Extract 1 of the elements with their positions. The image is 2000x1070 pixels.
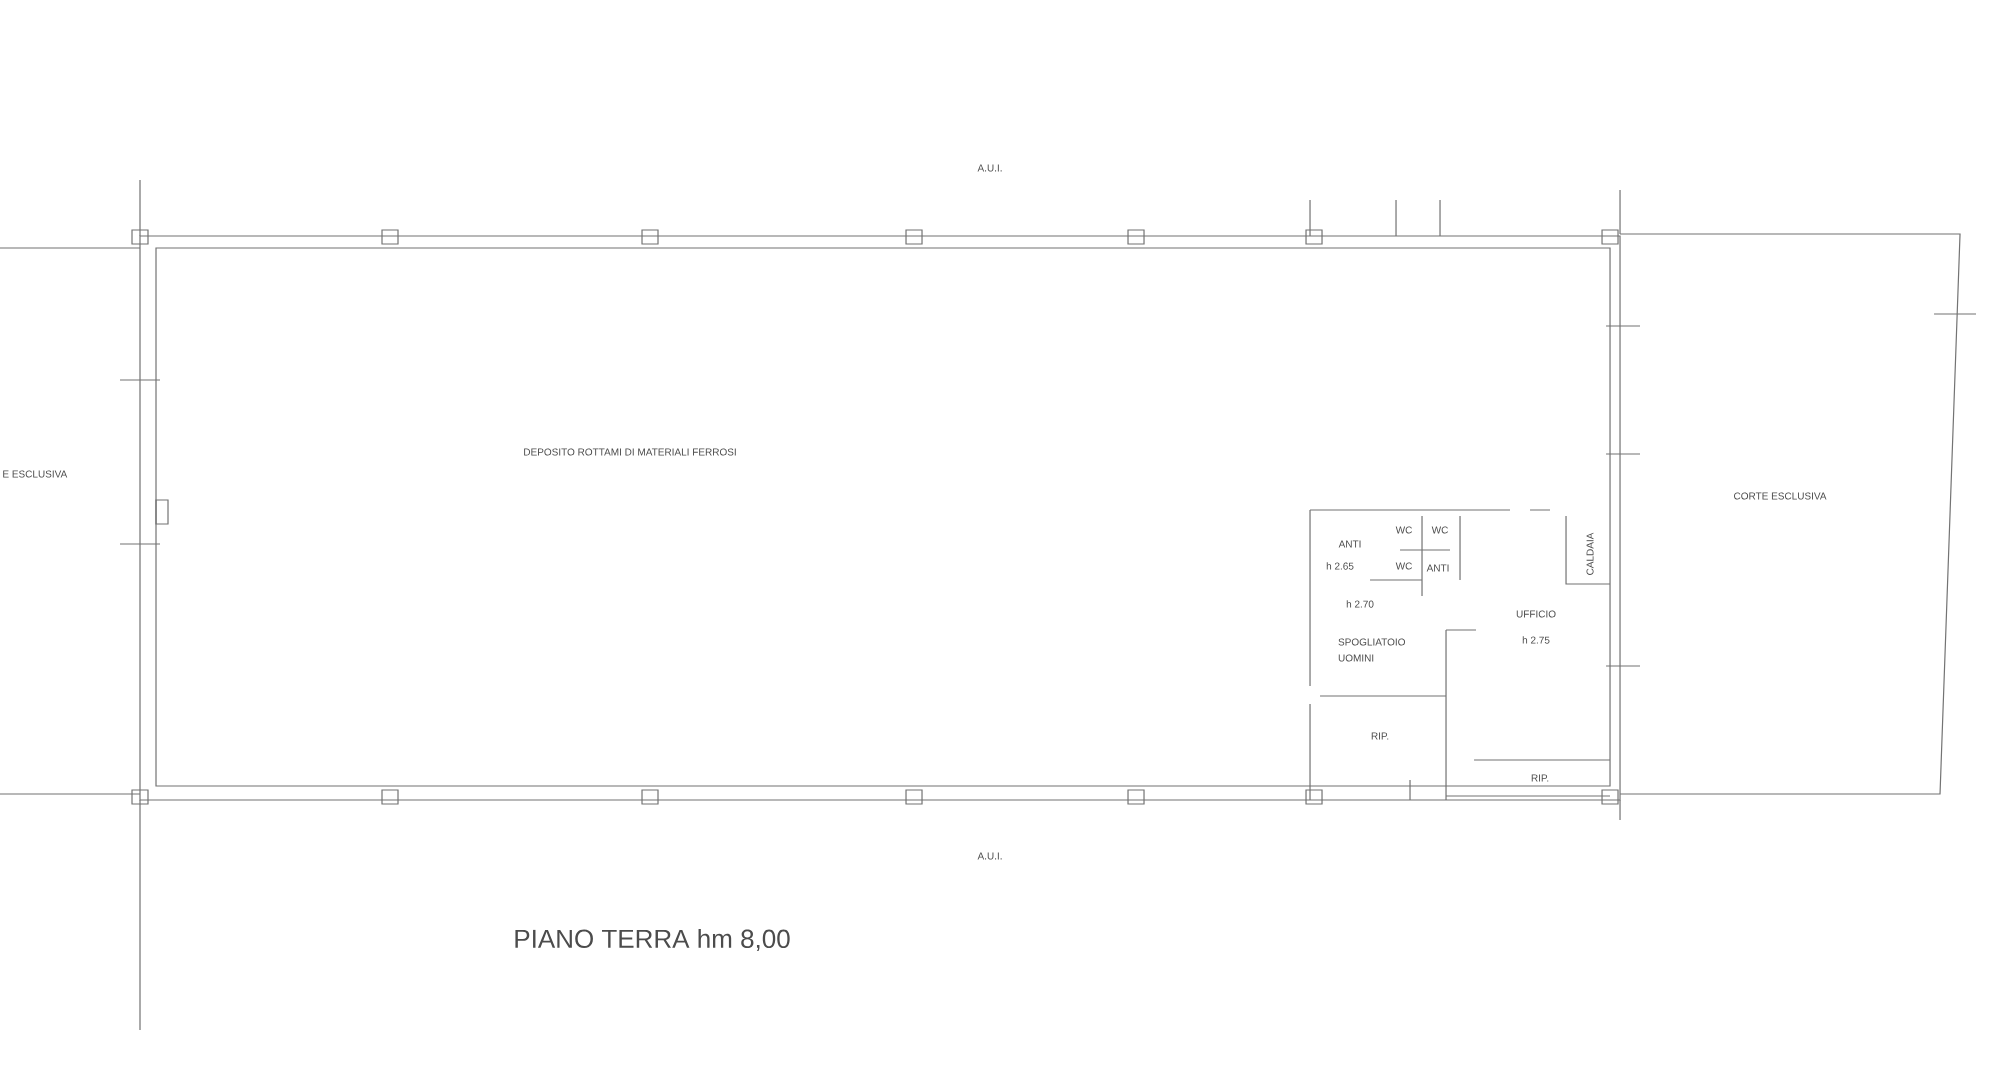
plan-title: PIANO TERRA hm 8,00	[515, 928, 790, 952]
